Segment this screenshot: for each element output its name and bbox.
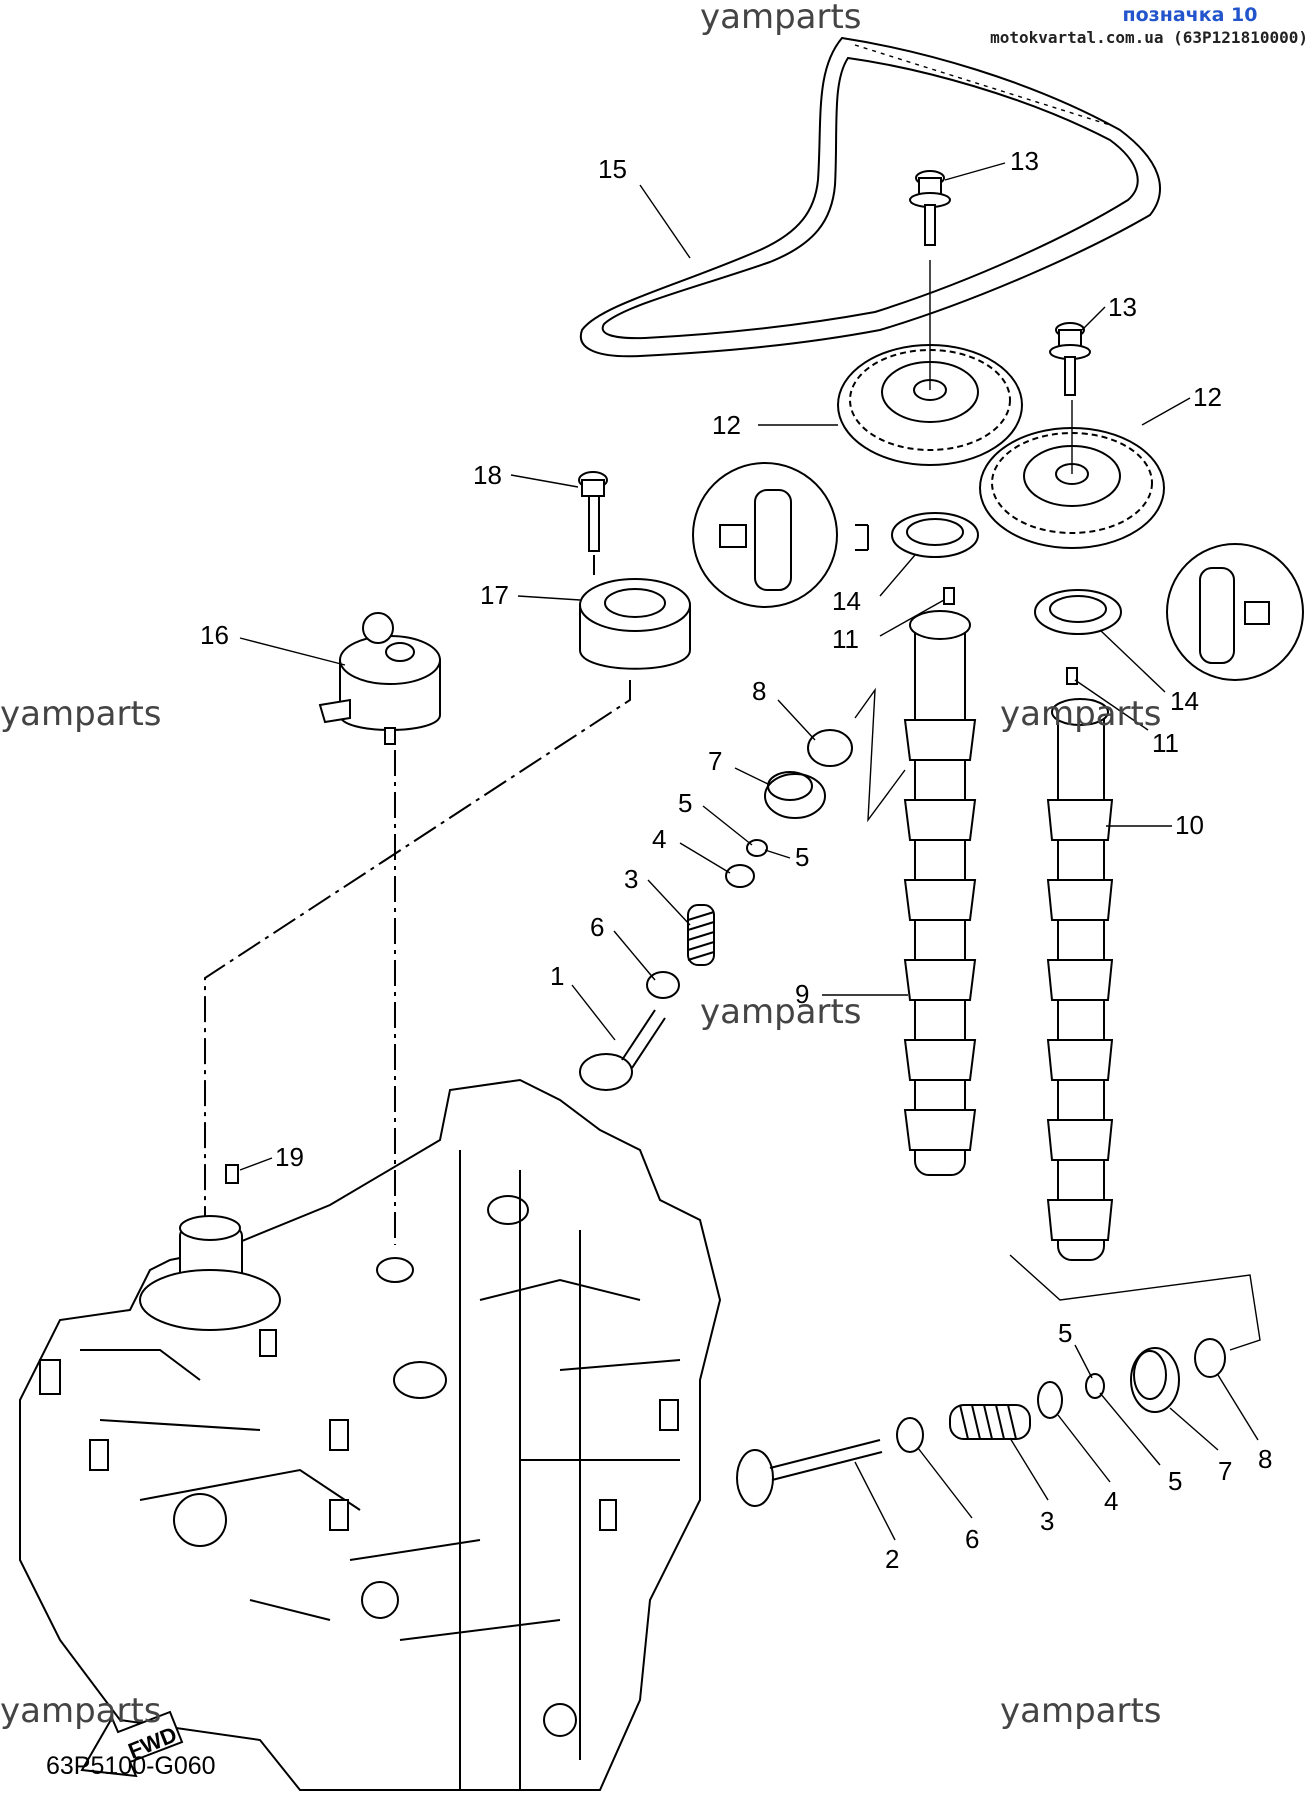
fwd-arrow-icon [80, 1710, 184, 1778]
shim-8-lower [1194, 1338, 1226, 1378]
callout-3-lower: 3 [1040, 1506, 1054, 1536]
callout-18: 18 [473, 460, 502, 490]
watermark: yamparts [700, 992, 862, 1032]
callout-7-lower: 7 [1218, 1456, 1232, 1486]
oil-seal-left [891, 512, 979, 558]
callout-labels: 15 13 13 12 12 18 17 16 14 14 11 11 8 7 … [200, 146, 1272, 1574]
callout-11-right: 11 [1152, 728, 1179, 758]
oil-seal-right [1034, 589, 1122, 635]
crank-pulley-17 [579, 578, 691, 670]
callout-9: 9 [795, 979, 809, 1009]
callout-12-left: 12 [712, 410, 741, 440]
callout-5-upper-a: 5 [678, 788, 692, 818]
belt-tensioner-16 [318, 612, 441, 745]
callout-16: 16 [200, 620, 229, 650]
lifter-7-lower [1130, 1347, 1180, 1413]
callout-14-left: 14 [832, 586, 861, 616]
callout-8-lower: 8 [1258, 1444, 1272, 1474]
callout-8-upper: 8 [752, 676, 766, 706]
callout-12-right: 12 [1193, 382, 1222, 412]
assembly-guide-lines [204, 555, 631, 1245]
watermark: yamparts [1000, 694, 1162, 734]
header-source: motokvartal.com.ua (63P121810000) [990, 28, 1308, 47]
callout-13-upper: 13 [1010, 146, 1039, 176]
grease-detail-right [1166, 543, 1304, 681]
retainer-4-upper [725, 864, 755, 888]
callout-4-lower: 4 [1104, 1486, 1118, 1516]
callout-19: 19 [275, 1142, 304, 1172]
callout-13-right: 13 [1108, 292, 1137, 322]
callout-leaders [239, 162, 1259, 1541]
watermark: yamparts [700, 0, 862, 37]
watermark: yamparts [1000, 1691, 1162, 1731]
diagram-code: 63P5100-G060 [46, 1752, 216, 1780]
callout-14-right: 14 [1170, 686, 1199, 716]
dowel-pin-11-upper [943, 587, 955, 605]
valve-1 [579, 1009, 666, 1091]
retainer-4-lower [1037, 1381, 1063, 1419]
guide-line-lower [1009, 1254, 1261, 1351]
callout-5-lower-a: 5 [1058, 1318, 1072, 1348]
lifter-7-upper [764, 771, 826, 819]
bolt-18 [578, 471, 608, 552]
callout-10: 10 [1175, 810, 1204, 840]
callout-11-left: 11 [832, 624, 859, 654]
watermarks: yamparts yamparts yamparts yamparts yamp… [0, 0, 1162, 1731]
callout-1: 1 [550, 961, 564, 991]
shim-8-upper [807, 729, 853, 767]
cam-pulley-lower [979, 400, 1165, 549]
bolt-13-right [1049, 322, 1091, 396]
valve-spring-3-lower [949, 1404, 1031, 1440]
valve-2 [736, 1439, 883, 1507]
bolt-13-upper [909, 170, 951, 246]
header-label: позначка 10 [1122, 4, 1258, 26]
callout-7-upper: 7 [708, 746, 722, 776]
valve-seal-6-upper [646, 971, 680, 999]
cotter-5-upper [746, 839, 768, 857]
callout-15: 15 [598, 154, 627, 184]
watermark: yamparts [0, 1691, 162, 1731]
camshaft-10 [1046, 698, 1114, 1261]
callout-4-upper: 4 [652, 824, 666, 854]
dowel-pin-19 [225, 1164, 239, 1184]
watermark: yamparts [0, 694, 162, 734]
callout-17: 17 [480, 580, 509, 610]
callout-6-upper: 6 [590, 912, 604, 942]
valve-spring-3-upper [687, 904, 715, 966]
dowel-pin-11-lower [1066, 667, 1078, 685]
callout-5-lower-b: 5 [1168, 1466, 1182, 1496]
guide-line-upper [854, 687, 906, 823]
engine-block [19, 1078, 722, 1791]
timing-belt [579, 36, 1161, 358]
cotter-5-lower [1085, 1373, 1105, 1399]
grease-detail-left [692, 462, 869, 608]
cam-pulley-upper [837, 260, 1023, 466]
valve-seal-6-lower [896, 1417, 924, 1453]
callout-6-lower: 6 [965, 1524, 979, 1554]
callout-3-upper: 3 [624, 864, 638, 894]
callout-2: 2 [885, 1544, 899, 1574]
callout-5-upper-b: 5 [795, 842, 809, 872]
camshaft-9 [903, 610, 977, 1176]
